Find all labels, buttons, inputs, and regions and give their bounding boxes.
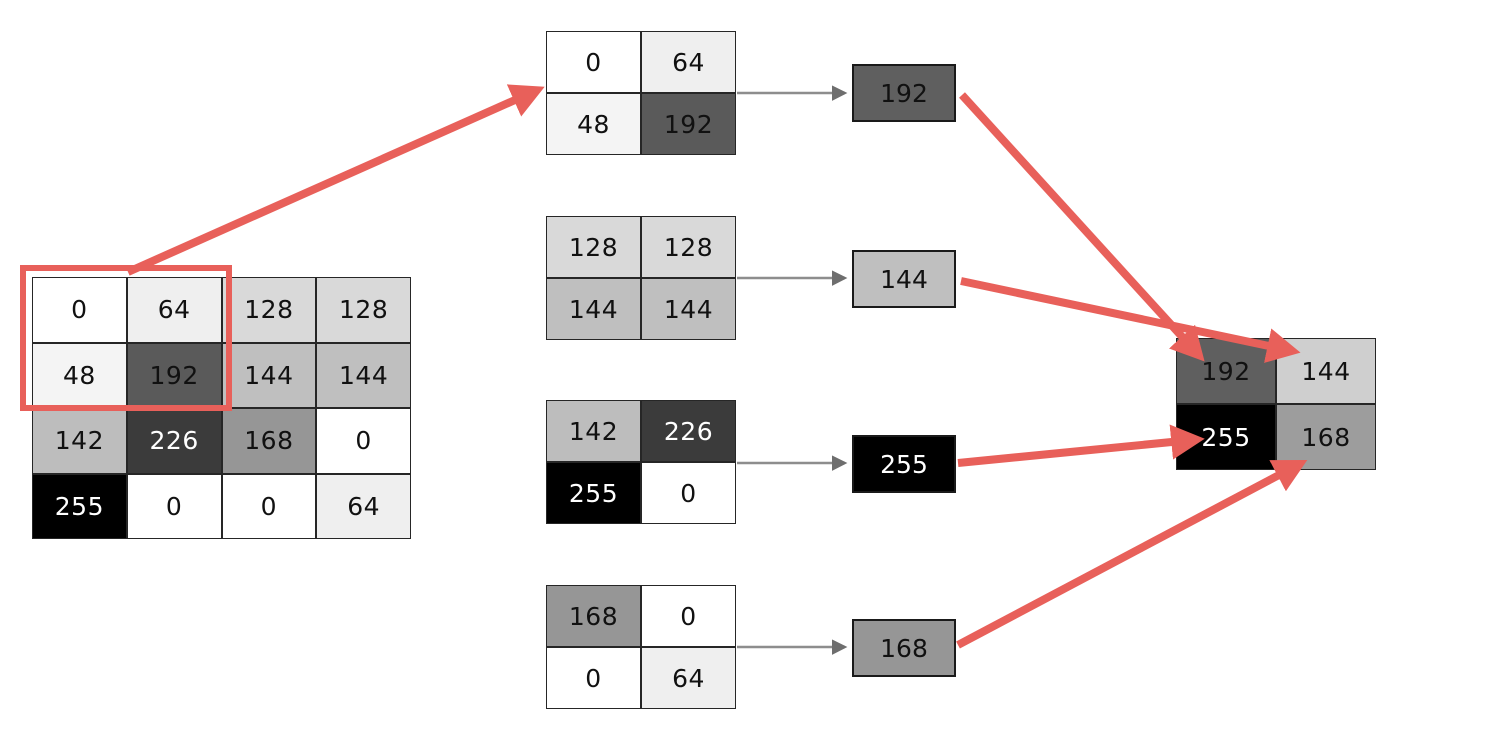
patch-bottom-right-cell-0-1: 0 bbox=[641, 585, 736, 647]
output-matrix-cell-0-1: 144 bbox=[1276, 338, 1376, 404]
input-matrix-cell-3-3: 64 bbox=[316, 473, 411, 539]
input-matrix-cell-2-1: 226 bbox=[126, 408, 222, 474]
patch-top-right-cell-1-0: 144 bbox=[546, 278, 641, 340]
input-matrix-cell-0-0: 0 bbox=[32, 277, 127, 343]
input-matrix-cell-3-0: 255 bbox=[32, 473, 127, 539]
patch-top-left-cell-0-0: 0 bbox=[546, 31, 641, 93]
output-matrix-cell-1-0: 255 bbox=[1176, 404, 1276, 470]
input-matrix-cell-1-3: 144 bbox=[316, 342, 411, 408]
patch-bottom-left-cell-1-1: 0 bbox=[641, 462, 736, 524]
max-value-168: 168 bbox=[852, 619, 956, 677]
red-arrow-max255-to-output-bl bbox=[957, 424, 1205, 467]
input-matrix-cell-1-1: 192 bbox=[126, 342, 222, 408]
patch-top-right-cell-1-1: 144 bbox=[641, 278, 736, 340]
input-matrix-cell-3-2: 0 bbox=[221, 473, 317, 539]
patch-top-right-cell-0-0: 128 bbox=[546, 216, 641, 278]
patch-bottom-right-cell-0-0: 168 bbox=[546, 585, 641, 647]
output-matrix-cell-1-1: 168 bbox=[1276, 404, 1376, 470]
patch-top-left-cell-1-1: 192 bbox=[641, 93, 736, 155]
input-matrix-cell-2-3: 0 bbox=[316, 408, 411, 474]
input-matrix-cell-0-1: 64 bbox=[126, 277, 222, 343]
output-matrix-cell-0-0: 192 bbox=[1176, 338, 1276, 404]
patch-top-right-cell-0-1: 128 bbox=[641, 216, 736, 278]
red-arrow-max168-to-output-br bbox=[956, 460, 1308, 649]
patch-bottom-left-cell-1-0: 255 bbox=[546, 462, 641, 524]
input-matrix-cell-0-2: 128 bbox=[221, 277, 317, 343]
max-value-144: 144 bbox=[852, 250, 956, 308]
red-arrow-max192-to-output-tl bbox=[959, 92, 1205, 362]
input-matrix-cell-2-0: 142 bbox=[32, 408, 127, 474]
max-value-255: 255 bbox=[852, 435, 956, 493]
max-value-192: 192 bbox=[852, 64, 956, 122]
input-matrix-cell-1-0: 48 bbox=[32, 342, 127, 408]
patch-top-left-cell-1-0: 48 bbox=[546, 93, 641, 155]
patch-bottom-right-cell-1-0: 0 bbox=[546, 647, 641, 709]
red-arrow-selection-to-patch0 bbox=[126, 84, 545, 276]
patch-bottom-left-cell-0-0: 142 bbox=[546, 400, 641, 462]
patch-bottom-right-cell-1-1: 64 bbox=[641, 647, 736, 709]
patch-bottom-left-cell-0-1: 226 bbox=[641, 400, 736, 462]
input-matrix-cell-1-2: 144 bbox=[221, 342, 317, 408]
patch-top-left-cell-0-1: 64 bbox=[641, 31, 736, 93]
selection-rectangle bbox=[20, 265, 232, 411]
input-matrix-cell-0-3: 128 bbox=[316, 277, 411, 343]
input-matrix-cell-3-1: 0 bbox=[126, 473, 222, 539]
input-matrix-cell-2-2: 168 bbox=[221, 408, 317, 474]
